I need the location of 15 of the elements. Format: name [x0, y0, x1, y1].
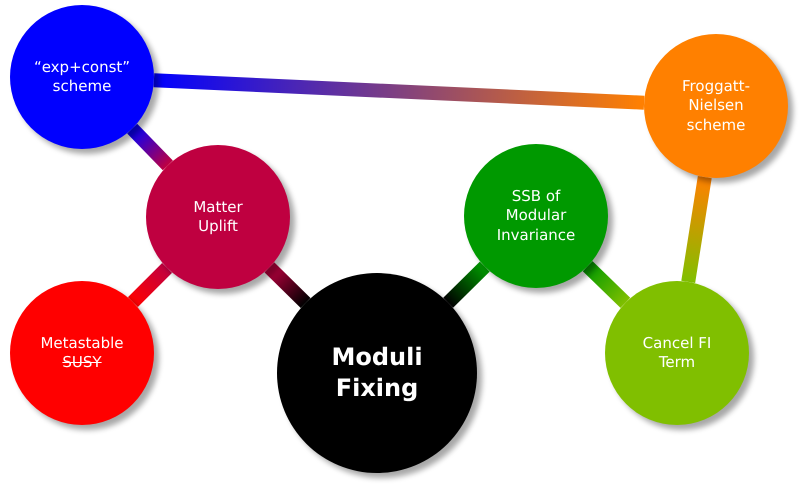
topic-label: Moduli Fixing [330, 342, 424, 404]
topic-label: SUSY [62, 353, 102, 372]
connector [443, 262, 490, 308]
connector [681, 176, 712, 283]
topic-label: Froggatt-Nielsen scheme [681, 76, 751, 136]
topic-label: Metastable [40, 334, 124, 353]
connector [154, 73, 644, 110]
topic-label: “exp+const” scheme [32, 58, 132, 96]
connector [264, 262, 311, 308]
topic-label: Matter Uplift [192, 198, 244, 236]
topic-label: Cancel FI Term [642, 334, 712, 372]
topic-label: SSB of Modular Invariance [496, 186, 576, 246]
connector [127, 124, 173, 170]
connector [128, 262, 172, 308]
connector [582, 261, 630, 308]
